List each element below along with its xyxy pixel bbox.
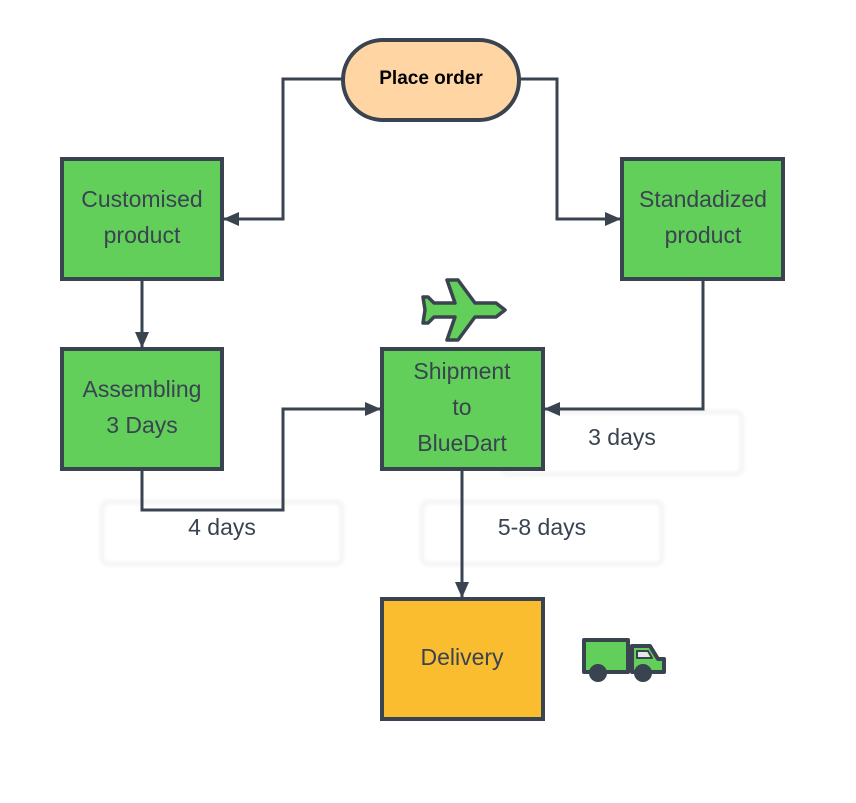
node-place-order[interactable]: Place order bbox=[341, 38, 521, 122]
node-delivery[interactable]: Delivery bbox=[380, 597, 545, 721]
node-label: Standadized bbox=[639, 186, 767, 212]
node-label: product bbox=[104, 222, 181, 248]
edge-assembling-to-shipment bbox=[140, 402, 381, 512]
node-label: BlueDart bbox=[417, 430, 507, 456]
edge-order-to-customised bbox=[223, 77, 343, 226]
node-assembling[interactable]: Assembling 3 Days bbox=[60, 347, 224, 471]
node-shipment[interactable]: Shipment to BlueDart bbox=[380, 347, 545, 471]
airplane-icon bbox=[421, 278, 507, 342]
edge-label-3-days: 3 days bbox=[588, 424, 656, 450]
node-label: product bbox=[665, 222, 742, 248]
node-label: Customised bbox=[81, 186, 202, 212]
node-label: 3 Days bbox=[106, 412, 178, 438]
node-label: Assembling bbox=[83, 376, 202, 402]
node-label: to bbox=[452, 394, 471, 420]
truck-icon bbox=[582, 638, 666, 682]
node-label: Place order bbox=[379, 68, 483, 89]
label-box-4-days bbox=[100, 500, 344, 566]
node-standardized-product[interactable]: Standadized product bbox=[620, 157, 785, 281]
node-label: Delivery bbox=[420, 644, 504, 670]
edge-standardized-to-shipment bbox=[544, 281, 705, 416]
node-label: Shipment bbox=[413, 358, 511, 384]
label-box-5-8-days bbox=[420, 500, 664, 566]
node-customised-product[interactable]: Customised product bbox=[60, 157, 224, 281]
edge-label-5-8-days: 5-8 days bbox=[498, 514, 586, 540]
edge-order-to-standardized bbox=[519, 77, 621, 226]
edge-label-4-days: 4 days bbox=[188, 514, 256, 540]
